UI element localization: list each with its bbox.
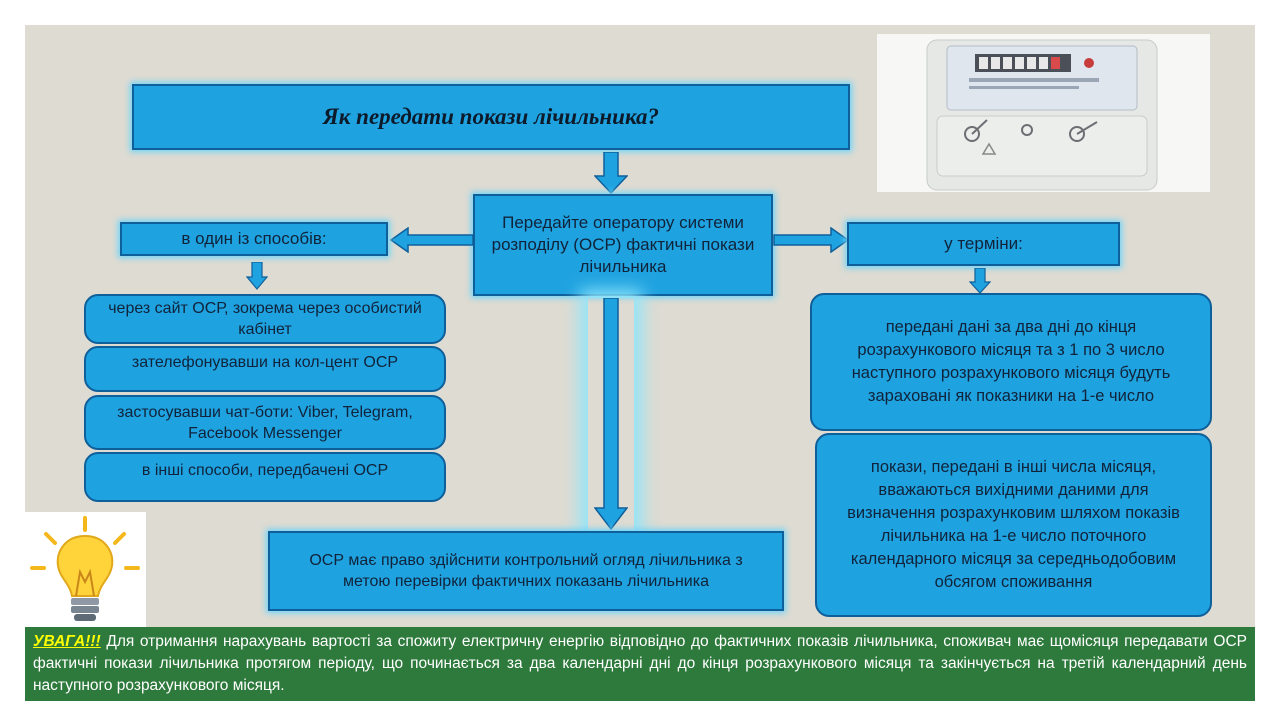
deadline-item: передані дані за два дні до кінця розрах…	[810, 293, 1212, 431]
arrow-left-icon	[390, 227, 474, 253]
arrow-down-title-icon	[594, 152, 628, 194]
methods-header: в один із способів:	[120, 222, 388, 256]
arrow-down-left-icon	[246, 262, 268, 290]
method-item: зателефонувавши на кол-цент ОСР	[84, 346, 446, 392]
diagram-title: Як передати покази лічильника?	[132, 84, 850, 150]
center-instruction-box: Передайте оператору системи розподілу (О…	[473, 194, 773, 296]
notice-text: Для отримання нарахувань вартості за спо…	[33, 633, 1247, 694]
lightbulb-icon	[24, 512, 146, 628]
inspection-right-box: ОСР має право здійснити контрольний огля…	[268, 531, 784, 611]
notice-banner: УВАГА!!! Для отримання нарахувань вартос…	[25, 627, 1255, 701]
electricity-meter-image	[877, 34, 1210, 192]
deadline-item: покази, передані в інші числа місяця, вв…	[815, 433, 1212, 617]
method-item: застосувавши чат-боти: Viber, Telegram, …	[84, 395, 446, 450]
arrow-down-center-shaft-icon	[594, 298, 628, 530]
arrow-right-icon	[773, 227, 849, 253]
method-item: в інші способи, передбачені ОСР	[84, 452, 446, 502]
notice-label: УВАГА!!!	[33, 633, 101, 650]
deadlines-header: у терміни:	[847, 222, 1120, 266]
method-item: через сайт ОСР, зокрема через особистий …	[84, 294, 446, 344]
arrow-down-right-icon	[969, 268, 991, 294]
